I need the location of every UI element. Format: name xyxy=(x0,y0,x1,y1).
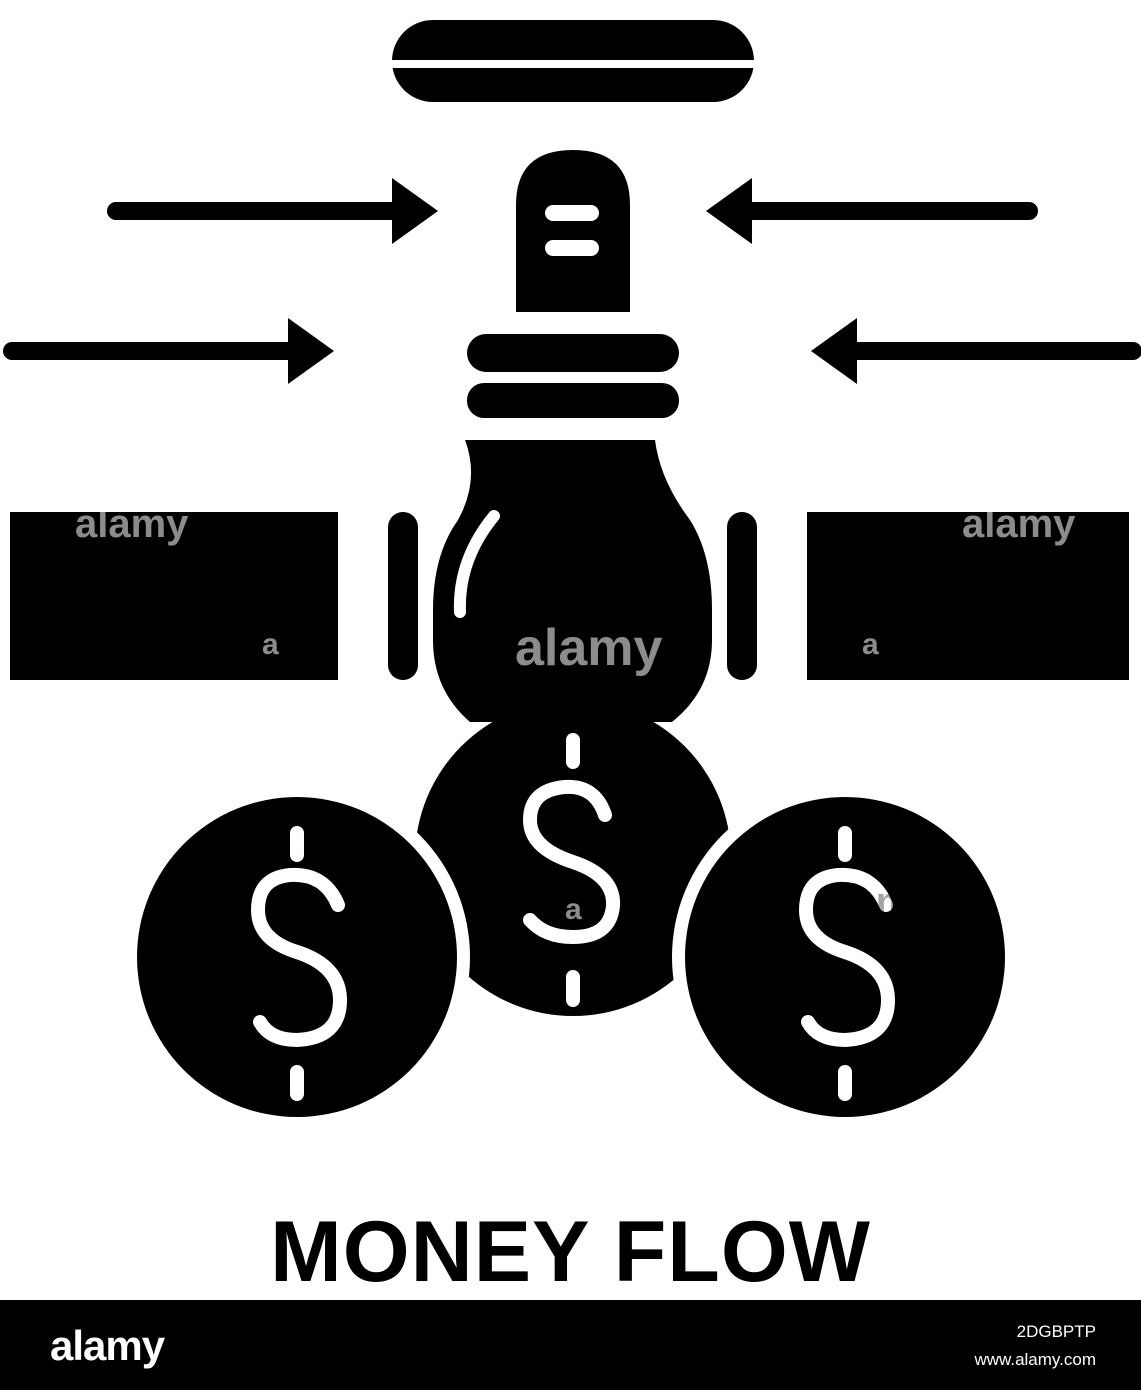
watermark-text: alamy xyxy=(75,502,189,546)
watermark-text: alamy xyxy=(820,880,934,924)
footer-site: www.alamy.com xyxy=(974,1350,1096,1369)
watermark-letter: a xyxy=(262,628,279,661)
arrow-left-lower-icon xyxy=(811,318,1141,384)
pipe-flange-left-icon xyxy=(388,512,418,680)
arrow-left-upper-icon xyxy=(706,178,1038,244)
footer-logo: alamy xyxy=(50,1322,165,1369)
pipe-left-icon xyxy=(10,512,338,680)
pipe-flange-right-icon xyxy=(727,512,757,680)
footer-bar: alamy 2DGBPTP www.alamy.com xyxy=(0,1300,1141,1390)
caption-title: MONEY FLOW xyxy=(270,1204,871,1300)
valve-collar-icon xyxy=(467,334,679,418)
arrow-right-lower-icon xyxy=(3,318,334,384)
pipe-right-icon xyxy=(807,512,1129,680)
footer-image-id: 2DGBPTP xyxy=(1016,1322,1096,1341)
watermark-text: alamy xyxy=(515,619,663,677)
watermark-letter: a xyxy=(862,628,879,661)
dollar-sign-left-icon xyxy=(250,826,348,1101)
money-flow-illustration xyxy=(3,20,1141,1117)
valve-stem-icon xyxy=(516,150,630,312)
watermark-text: alamy xyxy=(962,502,1076,546)
dollar-sign-center-icon xyxy=(522,733,621,1007)
arrow-right-upper-icon xyxy=(107,178,438,244)
watermark-letter: a xyxy=(565,893,582,926)
dollar-sign-right-icon xyxy=(798,826,896,1101)
valve-body-icon xyxy=(433,440,712,722)
valve-handle-icon xyxy=(392,20,754,102)
